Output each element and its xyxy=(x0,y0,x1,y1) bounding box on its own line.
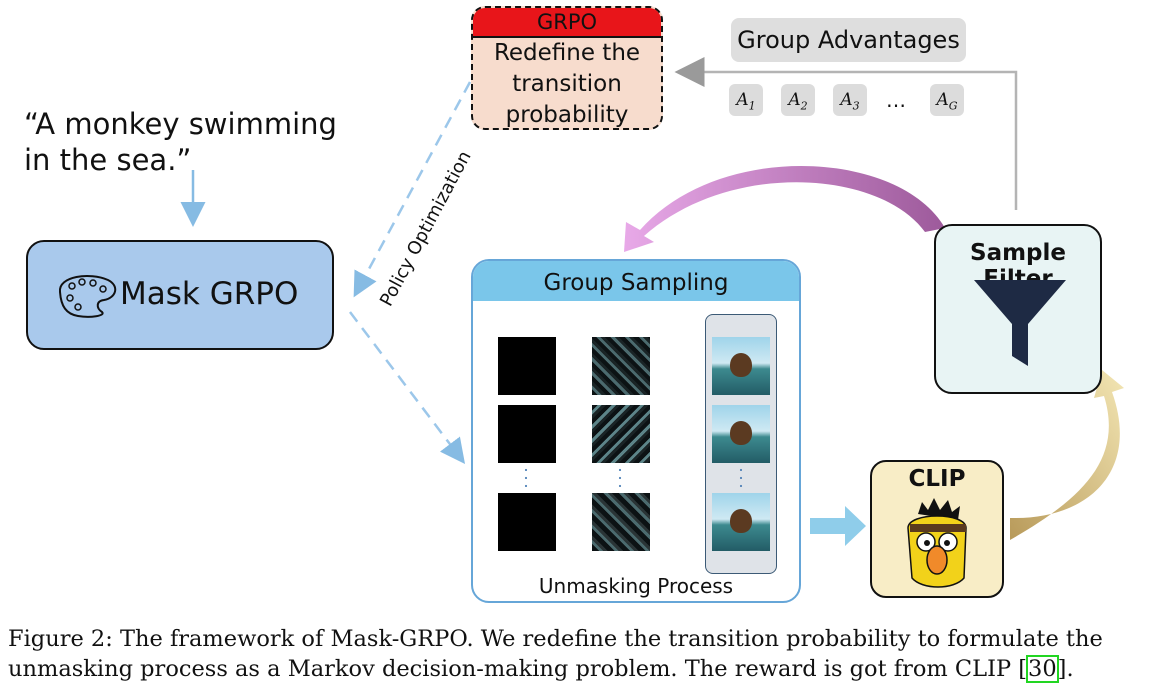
advantage-chip: A3 xyxy=(833,84,867,116)
filter-icon xyxy=(974,280,1066,366)
purple-curved-arrow xyxy=(624,165,945,252)
mask-grpo-box xyxy=(26,240,334,350)
masked-image xyxy=(498,337,556,395)
bert-icon xyxy=(907,498,967,588)
group-sampling-title: Group Sampling xyxy=(473,261,799,301)
grpo-header: GRPO xyxy=(473,8,661,38)
caption-text: Figure 2: The framework of Mask-GRPO. We… xyxy=(8,626,1103,682)
vertical-ellipsis: ··· xyxy=(617,460,623,496)
citation-link[interactable]: 30 xyxy=(1026,655,1059,683)
monkey-image xyxy=(712,405,770,463)
group-advantages-title: Group Advantages xyxy=(731,18,966,62)
advantage-ellipsis: … xyxy=(886,88,906,112)
monkey-image xyxy=(712,493,770,551)
palette-icon xyxy=(59,275,117,318)
grpo-box: GRPO Redefine the transition probability xyxy=(471,6,663,130)
grpo-description: Redefine the transition probability xyxy=(493,40,641,128)
advantages-feedback-arrow xyxy=(674,57,1018,210)
vertical-ellipsis: ··· xyxy=(523,460,529,496)
masked-image xyxy=(498,405,556,463)
advantage-chip: A2 xyxy=(781,84,815,116)
advantage-chip: A1 xyxy=(729,84,763,116)
unmasking-process-label: Unmasking Process xyxy=(538,574,734,598)
vertical-ellipsis: ··· xyxy=(738,460,744,496)
gold-curved-arrow xyxy=(1010,370,1124,540)
figure-caption: Figure 2: The framework of Mask-GRPO. We… xyxy=(8,624,1168,684)
mask-grpo-label: Mask GRPO xyxy=(120,276,299,312)
advantage-chip: AG xyxy=(930,84,964,116)
clip-label: CLIP xyxy=(908,466,966,492)
caption-tail: ]. xyxy=(1057,656,1074,682)
monkey-image xyxy=(712,337,770,395)
partially-unmasked-image xyxy=(592,405,650,463)
text-prompt: “A monkey swimming in the sea.” xyxy=(24,107,337,177)
partially-unmasked-image xyxy=(592,337,650,395)
sampling-dashed-arrow xyxy=(349,311,466,464)
to-clip-arrow xyxy=(810,506,866,546)
partially-unmasked-image xyxy=(592,493,650,551)
masked-image xyxy=(498,493,556,551)
